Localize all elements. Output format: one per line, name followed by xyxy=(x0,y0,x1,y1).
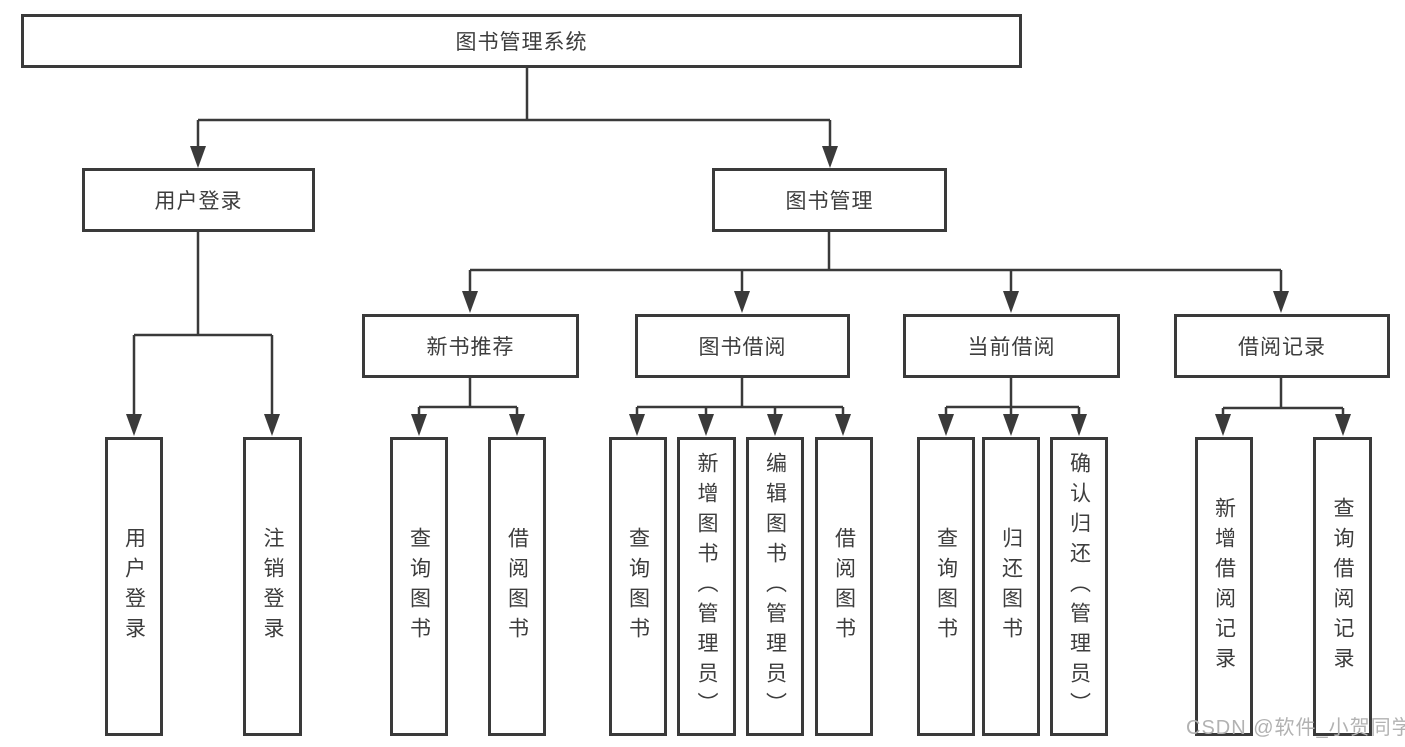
node-label: 新增图书（管理员） xyxy=(695,451,718,722)
connector-root-to-level2 xyxy=(196,68,832,147)
node-label: 图书借阅 xyxy=(698,336,787,359)
leaf-newbook-query-books: 查询图书 xyxy=(390,437,448,736)
leaf-current-query-books: 查询图书 xyxy=(917,437,975,736)
node-current-borrow: 当前借阅 xyxy=(903,314,1120,378)
node-label: 查询图书 xyxy=(626,526,650,647)
arrow-down-icon xyxy=(822,146,838,168)
node-label: 新书推荐 xyxy=(426,336,515,359)
arrow-down-icon xyxy=(509,414,525,436)
arrow-down-icon xyxy=(1215,414,1231,436)
node-label: 注销登录 xyxy=(261,526,284,647)
node-label: 查询图书 xyxy=(407,526,431,647)
arrow-down-icon xyxy=(1335,414,1351,436)
node-label: 借阅图书 xyxy=(505,526,529,647)
leaf-edit-book-admin: 编辑图书（管理员） xyxy=(746,437,804,736)
leaf-newbook-borrow-books: 借阅图书 xyxy=(488,437,546,736)
arrow-down-icon xyxy=(126,414,142,436)
node-user-login: 用户登录 xyxy=(82,168,315,232)
node-label: 当前借阅 xyxy=(967,336,1056,359)
connector-lines xyxy=(132,68,1345,415)
node-book-borrow: 图书借阅 xyxy=(635,314,850,378)
arrow-down-icon xyxy=(264,414,280,436)
arrow-down-icon xyxy=(190,146,206,168)
leaf-return-book: 归还图书 xyxy=(982,437,1040,736)
connector-book-mgmt-to-level3 xyxy=(468,232,1283,292)
leaf-confirm-return-admin: 确认归还（管理员） xyxy=(1050,437,1108,736)
arrow-down-icon xyxy=(1071,414,1087,436)
connector-borrow-record-to-leaves xyxy=(1221,378,1345,415)
arrow-down-icon xyxy=(629,414,645,436)
leaf-add-book-admin: 新增图书（管理员） xyxy=(677,437,736,736)
watermark: CSDN @软件_小贺同学 xyxy=(1186,717,1405,739)
leaf-borrow-query-books: 查询图书 xyxy=(609,437,667,736)
connector-new-book-to-leaves xyxy=(417,378,519,415)
node-library-management-system: 图书管理系统 xyxy=(21,14,1022,68)
arrow-down-icon xyxy=(411,414,427,436)
leaf-borrow-borrow-books: 借阅图书 xyxy=(815,437,873,736)
node-label: 借阅记录 xyxy=(1238,336,1326,359)
arrow-down-icon xyxy=(1273,291,1289,313)
connector-current-borrow-to-leaves xyxy=(944,378,1081,415)
leaf-user-login: 用户登录 xyxy=(105,437,163,736)
node-label: 查询借阅记录 xyxy=(1331,496,1354,677)
node-label: 查询图书 xyxy=(934,526,958,647)
leaf-logout: 注销登录 xyxy=(243,437,302,736)
connector-user-login-to-leaves xyxy=(132,232,274,415)
arrow-down-icon xyxy=(1003,291,1019,313)
arrow-down-icon xyxy=(1003,414,1019,436)
node-book-management: 图书管理 xyxy=(712,168,947,232)
arrow-down-icon xyxy=(767,414,783,436)
node-label: 编辑图书（管理员） xyxy=(763,451,787,722)
node-borrow-records: 借阅记录 xyxy=(1174,314,1390,378)
node-label: 借阅图书 xyxy=(832,526,856,647)
node-label: 图书管理 xyxy=(785,190,874,213)
leaf-add-borrow-record: 新增借阅记录 xyxy=(1195,437,1253,736)
node-label: 用户登录 xyxy=(122,526,146,647)
arrow-down-icon xyxy=(462,291,478,313)
node-label: 图书管理系统 xyxy=(455,31,588,54)
arrowheads xyxy=(126,146,1351,436)
node-label: 用户登录 xyxy=(154,190,243,213)
arrow-down-icon xyxy=(698,414,714,436)
node-label: 新增借阅记录 xyxy=(1212,496,1236,677)
connector-book-borrow-to-leaves xyxy=(635,378,845,415)
node-label: 归还图书 xyxy=(999,526,1023,647)
node-new-book-recommend: 新书推荐 xyxy=(362,314,579,378)
leaf-query-borrow-record: 查询借阅记录 xyxy=(1313,437,1372,736)
arrow-down-icon xyxy=(835,414,851,436)
node-label: 确认归还（管理员） xyxy=(1067,451,1091,722)
arrow-down-icon xyxy=(734,291,750,313)
arrow-down-icon xyxy=(938,414,954,436)
